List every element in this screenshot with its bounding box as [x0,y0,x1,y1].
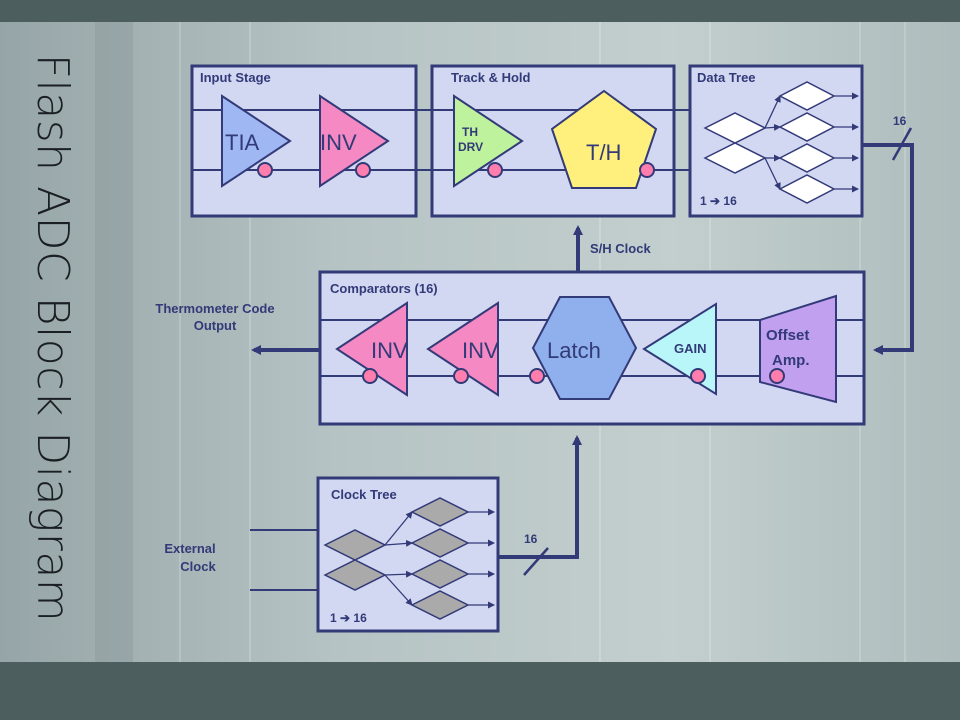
clock-bus [498,435,582,559]
inv-bubble [355,162,371,178]
th-driver-label-1: TH [462,125,478,139]
latch-hexagon [531,296,638,400]
clock-tree-label: Clock Tree [331,487,397,502]
clock-tree-fanout: 1 ➔ 16 [330,611,367,625]
comparators-label: Comparators (16) [330,281,438,296]
track-hold-label: Track & Hold [451,70,531,85]
input-stage-block: Input Stage TIA INV [190,64,418,218]
clock-bus-width: 16 [524,532,538,546]
input-stage-label: Input Stage [200,70,271,85]
comp-inv1-label: INV [371,338,408,363]
data-tree-diamonds [703,81,836,204]
clock-bus-slash [523,547,549,576]
th-driver-amplifier [453,94,524,188]
tia-label: TIA [225,130,260,155]
slide-title: Flash ADC Block Diagram [27,53,78,623]
data-tree-fanout: 1 ➔ 16 [700,194,737,208]
data-tree-block: Data Tree 1 ➔ 16 [688,64,864,218]
comparators-block: Comparators (16) INV INV Latch GAIN Offs… [318,270,866,426]
tia-amplifier [221,94,292,188]
left-stripe [95,22,133,662]
latch-label: Latch [547,338,601,363]
inv-label: INV [320,130,357,155]
offset-amp-label-2: Amp. [772,352,810,369]
offset-amp-bubble [769,368,785,384]
comp-inv2-label: INV [462,338,499,363]
track-hold-block: Track & Hold TH DRV T/H [430,64,676,218]
data-bus-slash [891,127,913,161]
th-label: T/H [586,140,621,165]
data-bus [862,143,914,355]
offset-amp-label-1: Offset [766,327,809,344]
external-clock-label-2: Clock [180,559,216,574]
clock-tree-block: Clock Tree 1 ➔ 16 [316,476,500,633]
th-pentagon [550,89,658,189]
tia-bubble [257,162,273,178]
comp-inv1-bubble [362,368,378,384]
th-driver-label-2: DRV [458,140,483,154]
inv-amplifier [319,94,390,188]
output-label-1: Thermometer Code [155,301,274,316]
clock-tree-diamonds [323,497,470,620]
data-bus-width: 16 [893,114,907,128]
sh-clock-label: S/H Clock [590,241,651,256]
th-driver-bubble [487,162,503,178]
th-bubble [639,162,655,178]
comp-inv2-bubble [453,368,469,384]
clock-tree-wires [384,508,495,609]
external-clock-label-1: External [164,541,215,556]
gain-bubble [690,368,706,384]
top-band [0,0,960,22]
gain-label: GAIN [674,341,707,356]
data-tree-wires [764,92,859,193]
data-tree-label: Data Tree [697,70,756,85]
bottom-band [0,662,960,720]
latch-bubble [529,368,545,384]
output-label-2: Output [194,318,237,333]
